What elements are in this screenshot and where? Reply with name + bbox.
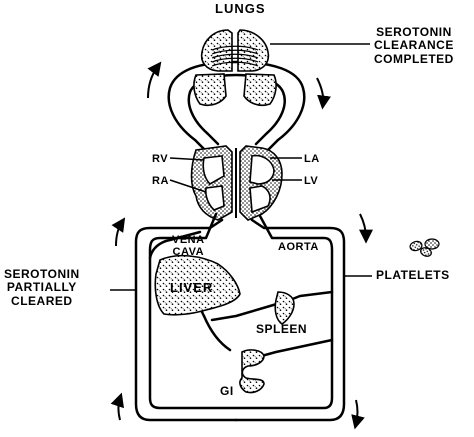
spleen xyxy=(274,291,295,325)
systemic-inner xyxy=(148,212,334,410)
platelet-2 xyxy=(424,238,440,250)
lung-lobe-right xyxy=(243,73,277,107)
spleen-label: SPLEEN xyxy=(256,322,308,336)
clearance-completed-label: SEROTONIN CLEARANCE COMPLETED xyxy=(374,25,454,66)
liver-label: LIVER xyxy=(170,280,214,295)
systemic-arrow-down-top xyxy=(358,213,373,244)
left-atrium-chamber xyxy=(249,154,275,185)
rv-label: RV xyxy=(152,153,169,165)
pulmonary-loop-inner xyxy=(187,73,286,146)
vena-cava-label: VENA CAVA xyxy=(172,234,205,259)
pulmonary-arrow-down xyxy=(316,77,331,110)
heart-leaders xyxy=(169,157,302,193)
gi-tract xyxy=(239,349,265,394)
partially-cleared-label: SEROTONIN PARTIALLY CLEARED xyxy=(4,267,80,308)
systemic-arrow-up-top xyxy=(111,217,126,247)
lv-label: LV xyxy=(304,175,319,187)
la-label: LA xyxy=(304,153,320,165)
lungs-label: LUNGS xyxy=(215,1,266,16)
organs xyxy=(154,254,295,394)
lungs xyxy=(193,29,277,107)
systemic-arrow-up-bottom xyxy=(110,392,124,421)
aorta-branch-gi xyxy=(252,338,334,360)
platelet-1 xyxy=(409,240,423,252)
platelet-3 xyxy=(420,247,432,257)
platelets-label: PLATELETS xyxy=(376,268,450,282)
gi-label: GI xyxy=(220,384,234,398)
liver xyxy=(154,254,241,316)
pulmonary-arrow-up xyxy=(147,61,162,99)
vena-cava xyxy=(148,230,202,260)
lung-left xyxy=(200,29,233,72)
platelets xyxy=(409,238,440,257)
systemic-arrow-down-bottom xyxy=(351,399,365,430)
ra-label: RA xyxy=(152,175,169,187)
lung-lobe-left xyxy=(193,73,227,107)
heart xyxy=(190,145,283,221)
aorta-label: AORTA xyxy=(278,241,319,253)
portal-vein xyxy=(202,314,232,352)
lung-right xyxy=(237,29,270,72)
trachea-bands xyxy=(211,45,259,67)
systemic-outer-left xyxy=(134,218,238,422)
right-ventricle-chamber xyxy=(202,155,225,185)
pulmonary-circuit xyxy=(167,60,306,152)
left-ventricle-chamber xyxy=(249,185,271,214)
systemic-outer-right xyxy=(234,218,346,422)
